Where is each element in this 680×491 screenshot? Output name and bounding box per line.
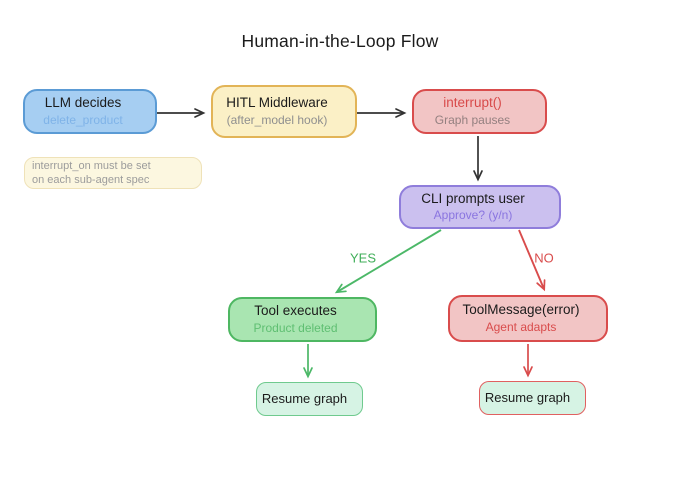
- node-resume-left-title: Resume graph: [261, 390, 348, 406]
- node-llm-subtitle: delete_product: [43, 112, 123, 127]
- node-interrupt-subtitle: Graph pauses: [434, 112, 511, 127]
- edge-label-no: NO: [534, 250, 554, 266]
- diagram-title: Human-in-the-Loop Flow: [241, 31, 439, 51]
- note-line-1: interrupt_on must be set: [32, 159, 151, 172]
- node-toolmsg-subtitle: Agent adapts: [485, 319, 557, 334]
- node-resume-right-title: Resume graph: [484, 389, 571, 405]
- node-tool-title: Tool executes: [254, 303, 337, 319]
- node-hitl-middleware: HITL Middleware (after_model hook): [211, 85, 357, 138]
- note-line-2: on each sub-agent spec: [32, 174, 150, 186]
- node-llm-title: LLM decides: [44, 95, 122, 111]
- node-llm-decides: LLM decides delete_product: [23, 89, 157, 134]
- node-resume-graph-left: Resume graph: [256, 382, 363, 416]
- node-cli-title: CLI prompts user: [421, 190, 525, 206]
- node-interrupt-title: interrupt(): [443, 95, 502, 111]
- edge-label-yes: YES: [349, 250, 377, 266]
- node-tool-subtitle: Product deleted: [253, 320, 338, 335]
- node-cli-prompts-user: CLI prompts user Approve? (y/n): [399, 185, 561, 229]
- node-resume-graph-right: Resume graph: [479, 381, 586, 415]
- note-interrupt-on: interrupt_on must be set on each sub-age…: [24, 157, 202, 189]
- node-toolmessage-error: ToolMessage(error) Agent adapts: [448, 295, 608, 342]
- node-toolmsg-title: ToolMessage(error): [462, 302, 580, 318]
- node-hitl-subtitle: (after_model hook): [226, 112, 328, 127]
- node-interrupt: interrupt() Graph pauses: [412, 89, 547, 134]
- node-cli-subtitle: Approve? (y/n): [433, 208, 513, 223]
- node-tool-executes: Tool executes Product deleted: [228, 297, 377, 342]
- node-hitl-title: HITL Middleware: [226, 95, 328, 111]
